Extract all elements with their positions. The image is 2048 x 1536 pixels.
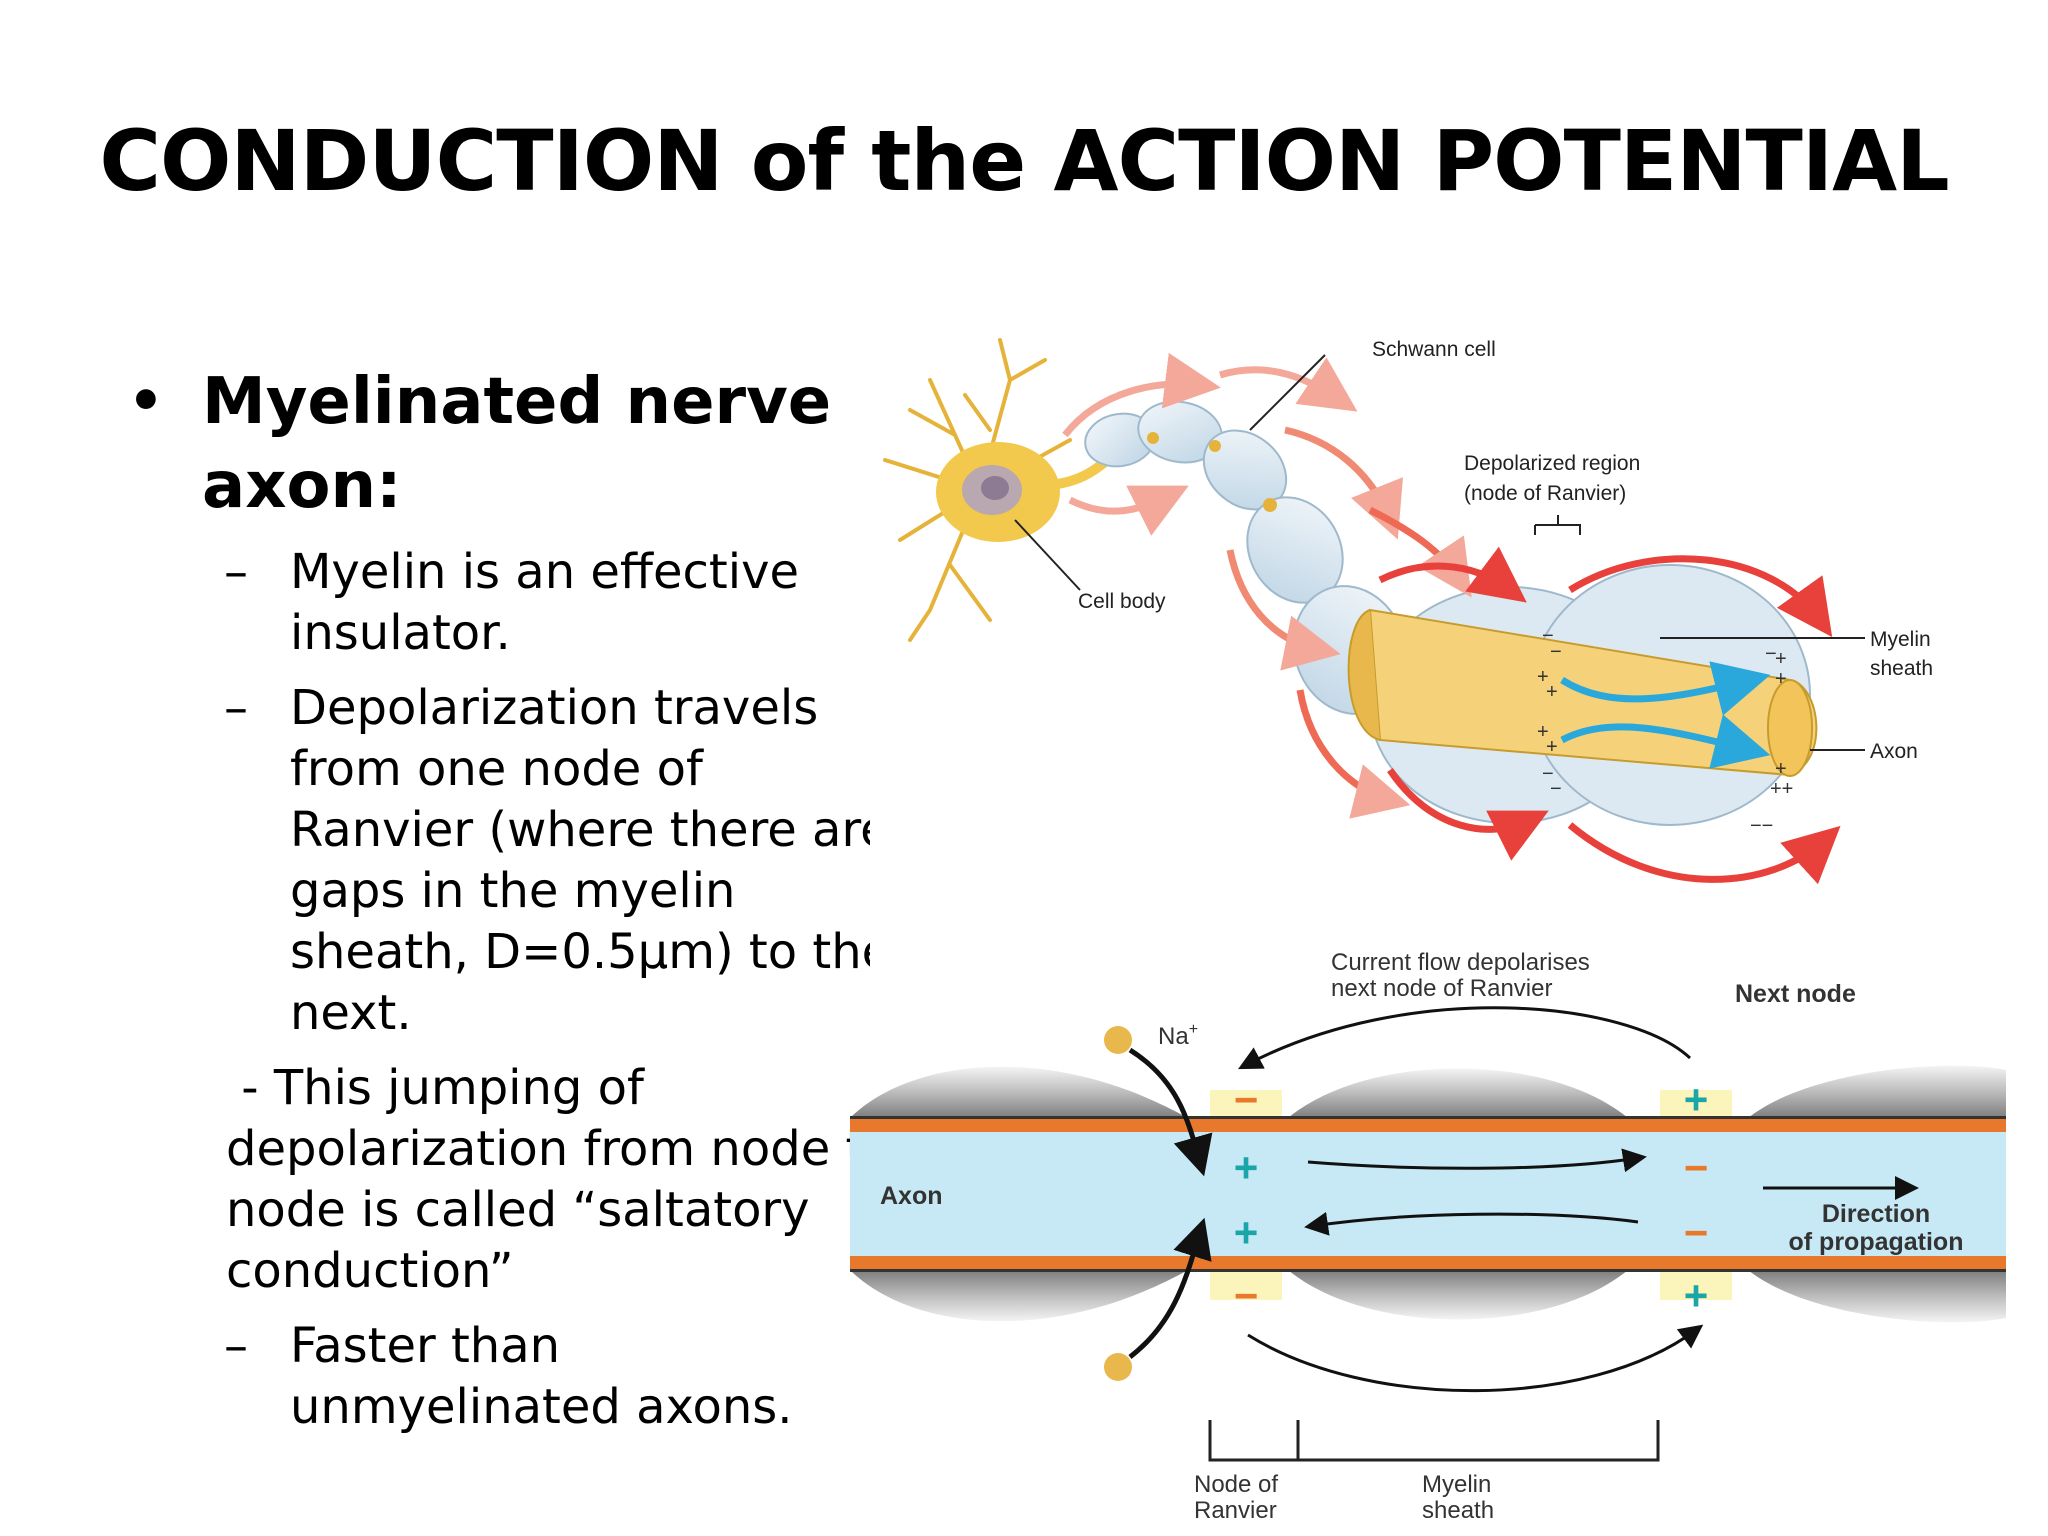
svg-text:+: + <box>1775 648 1787 670</box>
axoplasm <box>850 1132 2006 1256</box>
label-myelin-sheath-2: sheath <box>1870 657 1933 680</box>
bullet-label-line: Myelinated nerve <box>202 365 832 439</box>
na-superscript: + <box>1189 1021 1198 1038</box>
label-cell-body: Cell body <box>1078 590 1166 613</box>
na-ion-icon <box>1104 1026 1132 1054</box>
svg-text:+: + <box>1537 666 1549 688</box>
svg-text:+: + <box>1775 758 1787 780</box>
saltatory-conduction-diagram: − + + − + − − + Current flow depolarises… <box>850 949 2006 1524</box>
sign-plus: + <box>1234 1209 1259 1256</box>
dash-icon: – <box>224 544 248 600</box>
sign-minus: − <box>1684 1144 1709 1191</box>
cell-body-shape <box>883 338 1072 642</box>
svg-text:++: ++ <box>1770 778 1793 800</box>
sub-bullet-line: unmyelinated axons. <box>290 1379 793 1435</box>
label-current-flow-1: Current flow depolarises <box>1331 949 1590 976</box>
membrane-top <box>850 1118 2006 1132</box>
bullet-list: • Myelinated nerve axon: – Myelin is an … <box>118 360 870 1460</box>
sign-minus: − <box>1234 1272 1259 1319</box>
sub-bullet-insulator: – Myelin is an effective insulator. <box>118 542 870 664</box>
paragraph-line: depolarization from node to <box>226 1121 870 1177</box>
sub-bullet-line: Depolarization travels <box>290 680 819 736</box>
paragraph-line: - This jumping of <box>226 1060 644 1116</box>
membrane-bottom <box>850 1256 2006 1270</box>
svg-text:−−: −− <box>1750 815 1773 837</box>
label-schwann-cell: Schwann cell <box>1372 338 1496 361</box>
label-myelin-sheath-1: Myelin <box>1870 628 1931 651</box>
myelinated-neuron-diagram: −− ++ ++ −− ++ +++ −−− Schwann cell Depo… <box>883 338 1933 885</box>
dash-icon: – <box>224 680 248 736</box>
myelin-sheath-top <box>850 1065 2006 1118</box>
bullet-dot-icon: • <box>128 369 164 434</box>
label-myelin-sheath-2: sheath <box>1422 1497 1494 1524</box>
sub-bullet-line: next. <box>290 985 412 1041</box>
label-next-node: Next node <box>1735 980 1856 1008</box>
sub-bullet-line: gaps in the myelin <box>290 863 736 919</box>
sign-plus: + <box>1684 1076 1709 1123</box>
label-direction-2: of propagation <box>1789 1228 1964 1256</box>
myelin-sheath-bottom <box>850 1270 2006 1323</box>
svg-text:+: + <box>1546 681 1558 703</box>
label-depolarized-region-2: (node of Ranvier) <box>1464 482 1626 505</box>
na-text: Na <box>1158 1023 1189 1050</box>
sub-bullet-line: insulator. <box>290 605 511 661</box>
label-depolarized-region-1: Depolarized region <box>1464 452 1640 475</box>
slide-title: CONDUCTION of the ACTION POTENTIAL <box>99 112 1949 210</box>
svg-text:−: − <box>1765 643 1777 665</box>
label-current-flow-2: next node of Ranvier <box>1331 975 1552 1002</box>
svg-text:−: − <box>1550 641 1562 663</box>
paragraph-line: conduction” <box>226 1243 514 1299</box>
sub-bullet-line: Ranvier (where there are <box>290 802 870 858</box>
sub-bullet-line: Faster than <box>290 1318 561 1374</box>
dash-icon: – <box>224 1318 248 1374</box>
bullet-label-line: axon: <box>202 449 402 523</box>
label-node-of-ranvier-1: Node of <box>1194 1471 1278 1498</box>
na-ion-icon <box>1104 1353 1132 1381</box>
sub-bullet-faster: – Faster than unmyelinated axons. <box>118 1316 870 1438</box>
sub-bullet-line: from one node of <box>290 741 703 797</box>
label-axon: Axon <box>1870 740 1918 763</box>
sign-minus: − <box>1234 1076 1259 1123</box>
saltatory-conduction-text: - This jumping of depolarization from no… <box>118 1058 870 1302</box>
label-myelin-sheath-1: Myelin <box>1422 1471 1491 1498</box>
sub-bullet-line: sheath, D=0.5µm) to the <box>290 924 870 980</box>
svg-text:−: − <box>1550 778 1562 800</box>
label-node-of-ranvier-2: Ranvier <box>1194 1497 1277 1524</box>
label-direction-1: Direction <box>1822 1200 1930 1228</box>
svg-text:+: + <box>1537 721 1549 743</box>
svg-text:−: − <box>1542 625 1554 647</box>
sign-plus: + <box>1684 1272 1709 1319</box>
label-na: Na+ <box>1158 1021 1198 1050</box>
bullet-myelinated-axon: • Myelinated nerve axon: <box>118 360 870 528</box>
label-axon: Axon <box>880 1182 943 1210</box>
sign-minus: − <box>1684 1209 1709 1256</box>
sub-bullet-depolarization: – Depolarization travels from one node o… <box>118 678 870 1044</box>
svg-text:−: − <box>1542 763 1554 785</box>
sub-bullet-line: Myelin is an effective <box>290 544 800 600</box>
sign-plus: + <box>1234 1144 1259 1191</box>
paragraph-line: node is called “saltatory <box>226 1182 810 1238</box>
svg-text:+: + <box>1546 736 1558 758</box>
svg-text:+: + <box>1775 668 1787 690</box>
